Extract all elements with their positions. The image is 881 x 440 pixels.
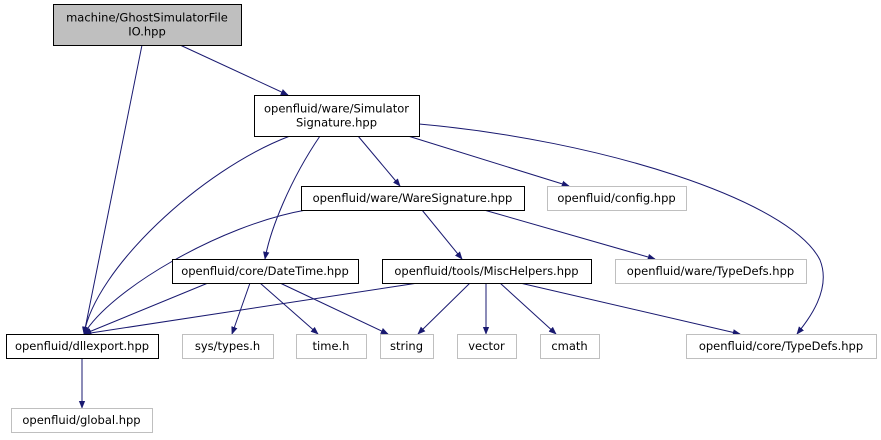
edge-line: [418, 123, 824, 335]
node-box: [540, 334, 600, 359]
node-label: machine/GhostSimulatorFile: [66, 11, 228, 25]
node-label: IO.hpp: [128, 25, 166, 39]
node-label: openfluid/ware/WareSignature.hpp: [313, 191, 513, 205]
node-box: [254, 95, 420, 137]
edge-line: [421, 209, 463, 260]
node-box: [382, 259, 592, 284]
edge-line: [259, 282, 319, 335]
edge-datetime-to-dllexport: [83, 282, 209, 335]
node-label: openfluid/core/DateTime.hpp: [181, 264, 349, 278]
edge-ware-signature-to-misc-helpers: [421, 209, 463, 260]
edge-datetime-to-string: [279, 282, 389, 335]
node-string: string: [380, 334, 434, 359]
node-label: sys/types.h: [195, 339, 260, 353]
node-global: openfluid/global.hpp: [11, 408, 153, 433]
node-box: [172, 259, 359, 284]
edge-ware-signature-to-ware-typedefs: [483, 209, 656, 261]
node-box: [296, 334, 367, 359]
node-sys-types: sys/types.h: [182, 334, 274, 359]
edge-ghost-simulator-fileio-to-dllexport: [82, 44, 143, 335]
node-misc-helpers[interactable]: openfluid/tools/MiscHelpers.hpp: [382, 259, 592, 284]
node-vector: vector: [457, 334, 517, 359]
edge-line: [417, 282, 471, 335]
node-cmath: cmath: [540, 334, 600, 359]
edge-line: [83, 282, 419, 337]
node-box: [380, 334, 434, 359]
node-dllexport[interactable]: openfluid/dllexport.hpp: [6, 334, 159, 359]
edge-line: [179, 44, 289, 96]
edge-line: [499, 282, 557, 335]
node-box: [6, 334, 159, 359]
node-label: string: [390, 339, 423, 353]
node-time-h: time.h: [296, 334, 367, 359]
edge-misc-helpers-to-dllexport: [83, 282, 419, 337]
node-label: cmath: [551, 339, 587, 353]
node-box: [547, 186, 687, 211]
edge-line: [279, 282, 389, 335]
edge-simulator-signature-to-core-typedefs: [418, 123, 824, 335]
edge-line: [519, 282, 741, 336]
node-label: openfluid/global.hpp: [22, 413, 140, 427]
node-label: openfluid/dllexport.hpp: [15, 339, 149, 353]
edge-datetime-to-sys-types: [231, 282, 251, 335]
edges-layer: [78, 44, 824, 409]
edge-line: [82, 135, 291, 335]
node-box: [53, 4, 242, 46]
node-label: time.h: [313, 339, 350, 353]
edge-line: [263, 135, 321, 260]
edge-misc-helpers-to-string: [417, 282, 471, 335]
node-box: [182, 334, 274, 359]
edge-simulator-signature-to-dllexport: [82, 135, 291, 335]
node-config: openfluid/config.hpp: [547, 186, 687, 211]
node-box: [615, 259, 807, 284]
node-core-typedefs: openfluid/core/TypeDefs.hpp: [686, 334, 877, 359]
edge-simulator-signature-to-datetime: [263, 135, 321, 260]
node-box: [686, 334, 877, 359]
node-ware-typedefs: openfluid/ware/TypeDefs.hpp: [615, 259, 807, 284]
edge-misc-helpers-to-cmath: [499, 282, 557, 335]
edge-datetime-to-time-h: [259, 282, 319, 335]
node-ware-signature[interactable]: openfluid/ware/WareSignature.hpp: [301, 186, 525, 211]
node-label: openfluid/tools/MiscHelpers.hpp: [394, 264, 578, 278]
node-box: [457, 334, 517, 359]
node-label: openfluid/ware/TypeDefs.hpp: [627, 264, 794, 278]
node-box: [301, 186, 525, 211]
edge-line: [357, 135, 401, 187]
node-datetime[interactable]: openfluid/core/DateTime.hpp: [172, 259, 359, 284]
edge-line: [231, 282, 251, 335]
node-label: openfluid/config.hpp: [557, 191, 675, 205]
node-label: vector: [468, 339, 505, 353]
edge-line: [407, 135, 570, 187]
edge-line: [483, 209, 656, 261]
edge-simulator-signature-to-config: [407, 135, 570, 187]
edge-line: [82, 44, 143, 335]
node-box: [11, 408, 153, 433]
node-label: Signature.hpp: [296, 116, 377, 130]
edge-ghost-simulator-fileio-to-simulator-signature: [179, 44, 289, 96]
edge-misc-helpers-to-core-typedefs: [519, 282, 741, 336]
edge-line: [83, 282, 209, 335]
edge-simulator-signature-to-ware-signature: [357, 135, 401, 187]
node-label: openfluid/ware/Simulator: [264, 102, 409, 116]
node-label: openfluid/core/TypeDefs.hpp: [699, 339, 863, 353]
